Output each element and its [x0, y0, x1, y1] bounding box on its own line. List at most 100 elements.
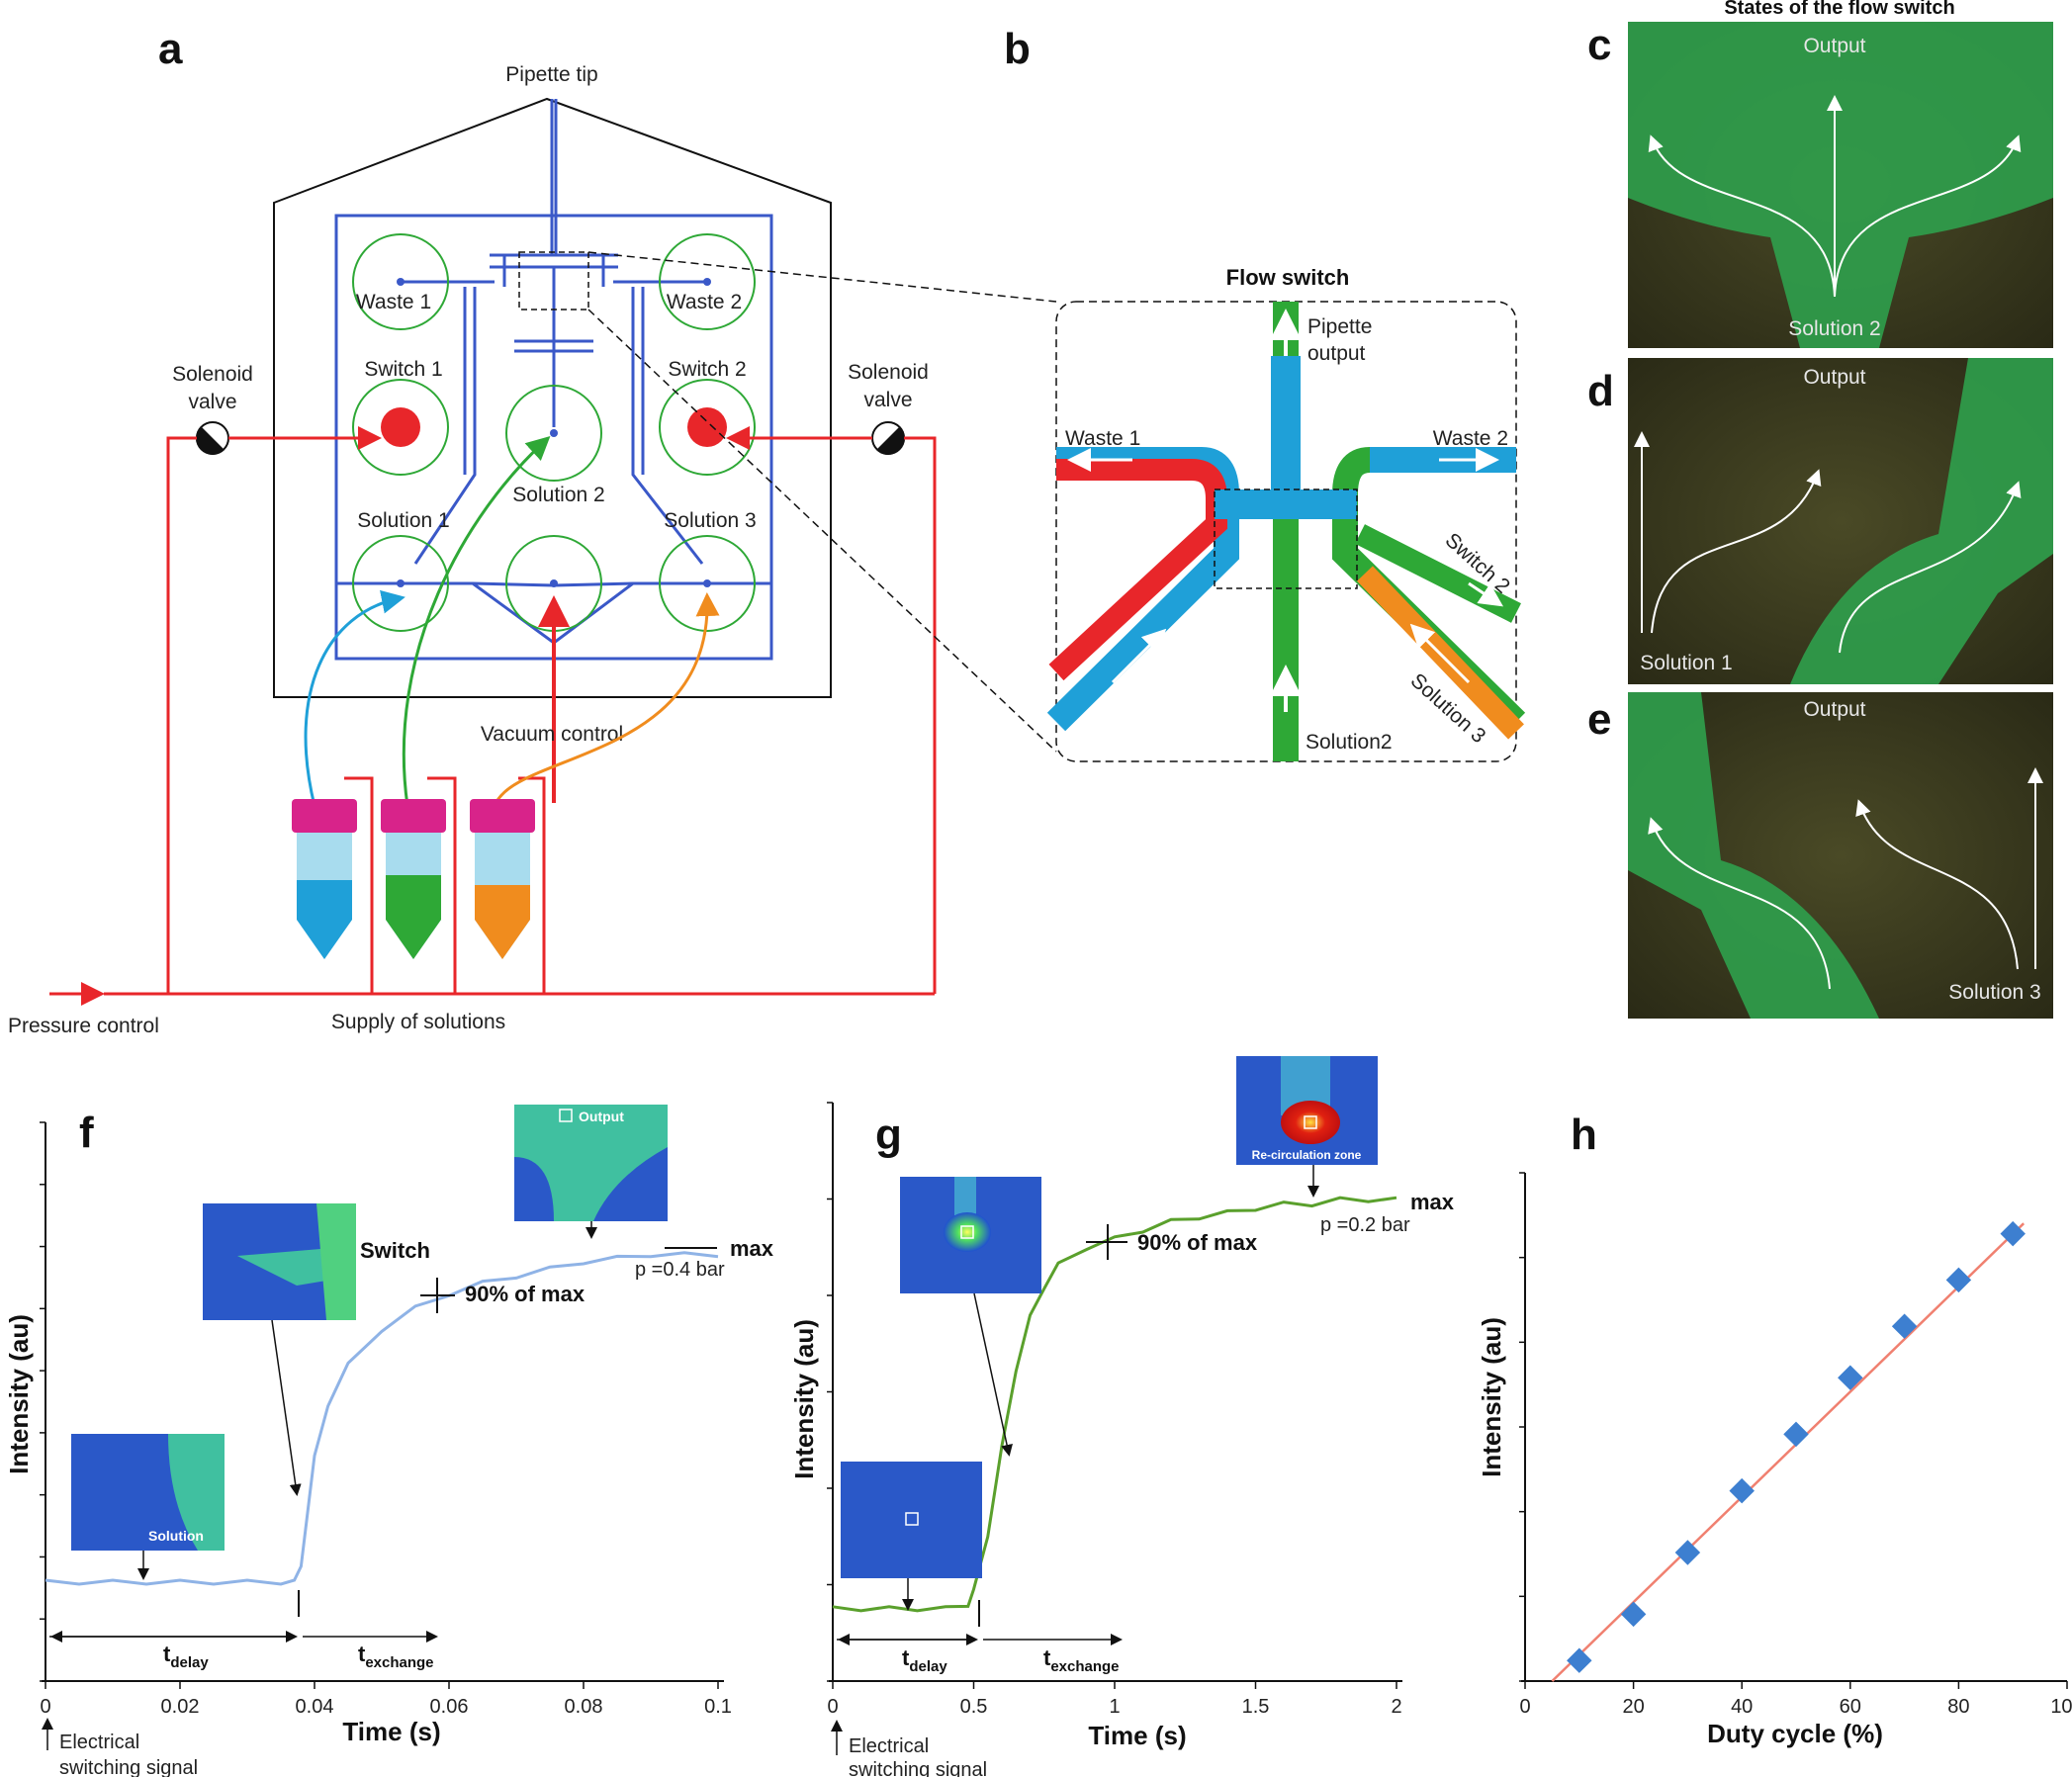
h-data-point — [1567, 1647, 1592, 1673]
f-series-line — [45, 1251, 719, 1586]
d-output: Output — [1803, 366, 1865, 389]
supply-label: Supply of solutions — [331, 1011, 505, 1033]
d-source: Solution 1 — [1640, 652, 1732, 674]
switch1-label: Switch 1 — [364, 358, 442, 381]
f-signal-l1: Electrical — [59, 1732, 139, 1753]
h-data-point — [1620, 1601, 1647, 1628]
f-inset-output: Output — [514, 1105, 668, 1221]
h-data-point — [1838, 1365, 1863, 1390]
panel-label-e: e — [1587, 695, 1611, 744]
panel-label-f: f — [79, 1109, 94, 1157]
panel-label-g: g — [875, 1111, 902, 1159]
f-signal-l2: switching signal — [59, 1757, 198, 1777]
switch2-port — [687, 407, 727, 447]
x-tick-label: 0.1 — [704, 1696, 732, 1718]
g-ninety-label: 90% of max — [1137, 1230, 1258, 1255]
x-tick-label: 0.5 — [960, 1696, 988, 1718]
f-tdelay: tdelay — [163, 1642, 209, 1671]
panel-b: b Flow switch Pipette output Waste 1 Was… — [1004, 25, 1526, 762]
zoom-lines — [587, 251, 1057, 753]
x-tick-label: 1 — [1109, 1696, 1120, 1718]
f-pressure-label: p =0.4 bar — [635, 1259, 725, 1281]
x-tick-label: 100 — [2050, 1696, 2072, 1718]
f-max-label: max — [730, 1236, 774, 1261]
switch2-label: Switch 2 — [668, 358, 746, 381]
e-output: Output — [1803, 698, 1865, 721]
tube-solution3 — [493, 592, 720, 807]
x-tick-label: 2 — [1391, 1696, 1401, 1718]
b-switch1-label: Switch 1 — [1059, 538, 1132, 607]
h-data-point — [1945, 1267, 1972, 1293]
g-signal-l1: Electrical — [849, 1735, 929, 1757]
f-switch-label: Switch — [360, 1238, 430, 1263]
reservoirs — [352, 233, 756, 632]
f-inset-solution-label: Solution — [148, 1528, 204, 1544]
photo-e: Output Solution 3 — [1628, 692, 2053, 1019]
x-tick-label: 0.04 — [296, 1696, 334, 1718]
g-max-label: max — [1410, 1190, 1455, 1214]
g-texch: texchange — [1043, 1645, 1120, 1675]
pipette-output-l2: output — [1307, 342, 1366, 365]
x-tick-label: 0.08 — [565, 1696, 603, 1718]
x-tick-label: 0 — [827, 1696, 838, 1718]
solenoid-right — [871, 421, 905, 455]
solenoid-right-l2: valve — [863, 389, 912, 411]
b-waste2-label: Waste 2 — [1433, 427, 1508, 450]
solution1-label: Solution 1 — [357, 509, 449, 532]
photo-c: Output Solution 2 — [1628, 22, 2053, 348]
x-tick-label: 80 — [1947, 1696, 1969, 1718]
tube-solution1 — [304, 589, 405, 807]
c-output: Output — [1803, 35, 1865, 57]
x-tick-label: 0 — [40, 1696, 50, 1718]
g-inset-mid — [900, 1177, 1041, 1293]
solution3-label: Solution 3 — [664, 509, 756, 532]
f-inset-solution: Solution — [71, 1434, 225, 1551]
g-ylabel: Intensity (au) — [789, 1319, 819, 1479]
vial-orange — [470, 799, 535, 959]
solenoid-left — [196, 421, 229, 455]
b-waste1-label: Waste 1 — [1065, 427, 1140, 450]
panel-label-h: h — [1571, 1111, 1597, 1159]
panel-label-c: c — [1587, 21, 1611, 69]
g-inset-recirc: Re-circulation zone — [1236, 1056, 1378, 1165]
housing-outline — [273, 97, 832, 698]
g-pressure-label: p =0.2 bar — [1320, 1214, 1410, 1236]
panel-label-d: d — [1587, 367, 1614, 415]
e-source: Solution 3 — [1948, 981, 2040, 1004]
tube-solution2 — [402, 435, 551, 807]
g-series-line — [832, 1196, 1397, 1613]
g-xlabel: Time (s) — [1088, 1721, 1186, 1750]
switch1-port — [381, 407, 420, 447]
solenoid-right-l1: Solenoid — [848, 361, 929, 384]
f-xlabel: Time (s) — [342, 1717, 440, 1746]
solenoid-left-l2: valve — [188, 391, 236, 413]
x-tick-label: 0.06 — [430, 1696, 469, 1718]
g-inset-start — [841, 1462, 982, 1578]
waste2-label: Waste 2 — [667, 291, 742, 313]
c-source: Solution 2 — [1788, 317, 1880, 340]
x-tick-label: 0 — [1519, 1696, 1530, 1718]
waste1-label: Waste 1 — [356, 291, 431, 313]
states-title: States of the flow switch — [1724, 0, 1954, 19]
h-ylabel: Intensity (au) — [1477, 1317, 1506, 1477]
f-inset-switch — [203, 1203, 356, 1320]
pressure-label: Pressure control — [8, 1015, 159, 1037]
vacuum-label: Vacuum control — [481, 723, 623, 746]
g-recirc-label: Re-circulation zone — [1252, 1148, 1362, 1162]
photo-d: Output Solution 1 — [1628, 358, 2053, 684]
h-xlabel: Duty cycle (%) — [1707, 1719, 1883, 1748]
b-solution2-label: Solution2 — [1306, 731, 1393, 754]
h-data-point — [1729, 1477, 1755, 1504]
vial-blue — [292, 799, 357, 959]
zoom-box — [518, 251, 589, 311]
f-inset-output-label: Output — [579, 1109, 624, 1124]
g-signal-l2: switching signal — [849, 1759, 987, 1777]
panel-label-b: b — [1004, 25, 1031, 73]
x-tick-label: 40 — [1731, 1696, 1753, 1718]
h-data-point — [1674, 1540, 1701, 1565]
x-tick-label: 0.02 — [161, 1696, 200, 1718]
